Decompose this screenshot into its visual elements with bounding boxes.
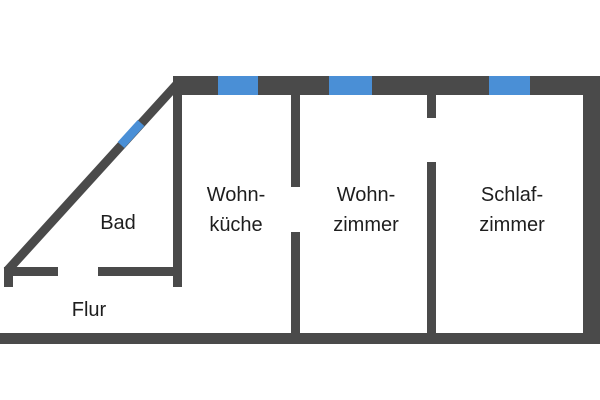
wall-kueche-wohn-upper [291,92,300,187]
wall-right [583,76,600,344]
wall-wohn-schlaf-upper [427,92,436,118]
wall-bad-bottom-left [5,267,58,276]
window-wohnzimmer [329,76,372,95]
room-label-wohnkueche-line2: küche [209,214,262,236]
wall-stub-left [4,267,13,287]
room-label-flur: Flur [72,299,107,321]
window-bad [117,119,145,149]
wall-bad-kueche [173,80,182,287]
window-kueche [218,76,258,95]
wall-diagonal [3,79,182,275]
room-label-wohnzimmer-line1: Wohn- [337,184,396,206]
room-label-wohnkueche-line1: Wohn- [207,184,266,206]
wall-kueche-wohn-lower [291,232,300,336]
room-label-schlafzimmer-line2: zimmer [479,214,545,236]
room-label-bad: Bad [100,212,136,234]
wall-wohn-schlaf-lower [427,162,436,336]
wall-bottom [0,333,600,344]
room-label-wohnzimmer-line2: zimmer [333,214,399,236]
room-label-schlafzimmer-line1: Schlaf- [481,184,543,206]
window-schlafzimmer [489,76,530,95]
wall-bad-bottom-right [98,267,182,276]
